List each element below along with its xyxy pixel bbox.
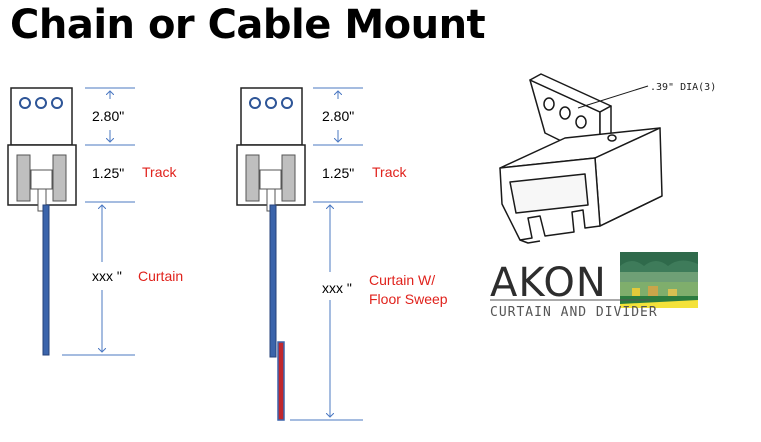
right-curtain bbox=[269, 204, 277, 358]
bracket-hole-icon bbox=[575, 115, 587, 129]
page-title: Chain or Cable Mount bbox=[10, 2, 486, 48]
hole-callout-label: .39" DIA(3) bbox=[650, 82, 716, 93]
bracket-top-hole-icon bbox=[607, 134, 617, 142]
left-mount-plate bbox=[10, 87, 73, 146]
left-track-trolley bbox=[30, 169, 53, 190]
left-track-wall bbox=[52, 154, 67, 202]
left-curtain bbox=[42, 204, 50, 356]
bracket-drawing bbox=[499, 73, 663, 244]
right-track-label: Track bbox=[372, 164, 407, 180]
bracket-hole-icon bbox=[543, 97, 555, 111]
floor-sweep bbox=[277, 341, 285, 421]
right-dim-top-label: 2.80" bbox=[322, 108, 354, 124]
logo-tagline: CURTAIN AND DIVIDER bbox=[490, 305, 658, 320]
right-curtain-label-line2: Floor Sweep bbox=[369, 291, 448, 307]
right-mount-hole-icon bbox=[281, 97, 293, 109]
left-dim-mid-label: 1.25" bbox=[92, 165, 124, 181]
right-mount-diagram: 2.80" 1.25" Track xxx " Curtain W/ Floor… bbox=[236, 87, 448, 421]
left-track-wall bbox=[16, 154, 31, 202]
left-mount-hole-icon bbox=[35, 97, 47, 109]
left-mount-hole-icon bbox=[51, 97, 63, 109]
logo-wordmark: AKON bbox=[490, 260, 607, 306]
right-mount-plate bbox=[240, 87, 303, 146]
left-dim-top-label: 2.80" bbox=[92, 108, 124, 124]
bracket-hole-icon bbox=[559, 106, 571, 120]
right-curtain-label-line1: Curtain W/ bbox=[369, 272, 435, 288]
left-curtain-label: Curtain bbox=[138, 268, 183, 284]
right-dim-length-label: xxx " bbox=[322, 280, 352, 296]
right-mount-hole-icon bbox=[265, 97, 277, 109]
right-track-wall bbox=[245, 154, 260, 202]
hole-callout-leader bbox=[577, 85, 649, 109]
logo-photo-icon bbox=[620, 252, 698, 308]
right-dim-mid-label: 1.25" bbox=[322, 165, 354, 181]
bracket-lip bbox=[519, 239, 541, 244]
left-track-label: Track bbox=[142, 164, 177, 180]
left-mount-diagram: 2.80" 1.25" Track xxx " Curtain bbox=[7, 87, 183, 356]
bracket-channel-opening bbox=[509, 173, 589, 214]
akon-logo: AKON CURTAIN AND DIVIDER bbox=[490, 252, 698, 320]
left-trolley-stem bbox=[37, 188, 47, 212]
right-track-wall bbox=[281, 154, 296, 202]
left-dim-length-label: xxx " bbox=[92, 268, 122, 284]
bracket-edge bbox=[599, 195, 663, 227]
left-mount-hole-icon bbox=[19, 97, 31, 109]
right-mount-hole-icon bbox=[249, 97, 261, 109]
right-track-trolley bbox=[259, 169, 282, 190]
